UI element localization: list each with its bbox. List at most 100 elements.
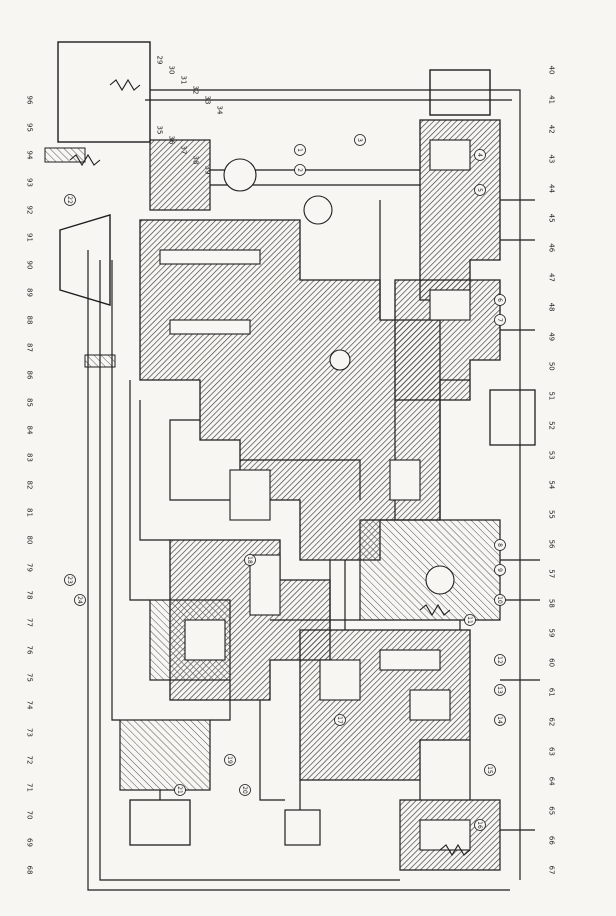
callout-label: 8 (496, 543, 503, 547)
callout-label: 91 (26, 233, 34, 242)
callout-label: 58 (548, 599, 556, 608)
callout-circle (494, 714, 506, 726)
callout-circle (239, 784, 251, 796)
callout-label: 95 (26, 123, 34, 132)
callout-label: 85 (26, 398, 34, 407)
callout-circle (174, 784, 186, 796)
callout-label: 48 (548, 303, 556, 312)
small-cylinder-71 (284, 809, 321, 846)
callout-label: 30 (168, 66, 176, 75)
callout-label: 42 (548, 125, 556, 134)
callout-label: 22 (66, 196, 73, 204)
callout-label: 11 (466, 616, 473, 624)
callout-label: 15 (486, 766, 493, 774)
callout-label: 53 (548, 451, 556, 460)
callout-label: 50 (548, 362, 556, 371)
callout-circle (474, 149, 486, 161)
callout-label: 21 (176, 786, 183, 794)
callout-label: 65 (548, 806, 556, 815)
callout-label: 41 (548, 95, 556, 104)
callout-label: 20 (241, 786, 248, 794)
callout-label: 90 (26, 261, 34, 270)
callout-label: 6 (496, 298, 503, 302)
callout-label: 1 (296, 148, 303, 152)
callout-label: 39 (204, 166, 212, 175)
callout-label: 92 (26, 206, 34, 215)
callout-label: 67 (548, 866, 556, 875)
callout-label: 2 (296, 168, 303, 172)
callout-circle (294, 164, 306, 176)
callout-circle (474, 819, 486, 831)
callout-label: 57 (548, 569, 556, 578)
callout-label: 87 (26, 343, 34, 352)
callout-label: 86 (26, 371, 34, 380)
callout-label: 61 (548, 688, 556, 697)
callout-label: 70 (26, 811, 34, 820)
callout-label: 66 (548, 836, 556, 845)
callout-circle (494, 654, 506, 666)
callout-circle (494, 594, 506, 606)
callout-label: 49 (548, 332, 556, 341)
callout-label: 74 (26, 701, 34, 710)
callout-label: 18 (246, 556, 253, 564)
callout-label: 77 (26, 618, 34, 627)
callout-label: 62 (548, 717, 556, 726)
callout-circle (464, 614, 476, 626)
callout-label: 24 (76, 596, 83, 604)
callout-label: 68 (26, 866, 34, 875)
callout-label: 82 (26, 481, 34, 490)
callout-label: 73 (26, 728, 34, 737)
callout-label: 47 (548, 273, 556, 282)
callout-circle (354, 134, 366, 146)
callout-label: 29 (156, 56, 164, 65)
callout-label: 16 (476, 821, 483, 829)
callout-label: 79 (26, 563, 34, 572)
callout-label: 9 (496, 568, 503, 572)
top-right-cylinder (429, 69, 491, 116)
callout-label: 83 (26, 453, 34, 462)
callout-label: 56 (548, 540, 556, 549)
callout-label: 37 (180, 146, 188, 155)
callout-label: 60 (548, 658, 556, 667)
housing-upper-body (149, 139, 211, 211)
housing-bottom-left (119, 719, 211, 791)
callout-label: 19 (226, 756, 233, 764)
callout-circle (74, 594, 86, 606)
callout-label: 71 (26, 783, 34, 792)
callout-label: 89 (26, 288, 34, 297)
callout-label: 40 (548, 66, 556, 75)
callout-label: 33 (204, 96, 212, 105)
callout-label: 23 (66, 576, 73, 584)
callout-label: 75 (26, 673, 34, 682)
callout-label: 46 (548, 243, 556, 252)
callout-circle (244, 554, 256, 566)
callout-circle (64, 194, 76, 206)
callout-label: 64 (548, 777, 556, 786)
callout-circle (494, 684, 506, 696)
callout-label: 72 (26, 756, 34, 765)
callout-label: 38 (192, 156, 200, 165)
coil-left-upper (44, 147, 86, 163)
callout-label: 84 (26, 426, 34, 435)
callout-circle (494, 564, 506, 576)
callout-circle (494, 294, 506, 306)
callout-circle (334, 714, 346, 726)
hydraulic-lines (87, 89, 540, 891)
callout-label: 76 (26, 646, 34, 655)
callout-label: 94 (26, 151, 34, 160)
callout-label: 45 (548, 214, 556, 223)
callout-label: 12 (496, 656, 503, 664)
callout-label: 35 (156, 126, 164, 135)
callout-label: 3 (356, 138, 363, 142)
callout-circle (474, 184, 486, 196)
callout-label: 36 (168, 136, 176, 145)
callout-circle (224, 754, 236, 766)
callout-label: 4 (476, 153, 483, 157)
callout-label: 55 (548, 510, 556, 519)
callout-label: 43 (548, 154, 556, 163)
callout-label: 81 (26, 508, 34, 517)
left-callout-labels: 9695949392919089888786858483828180797877… (26, 96, 34, 875)
